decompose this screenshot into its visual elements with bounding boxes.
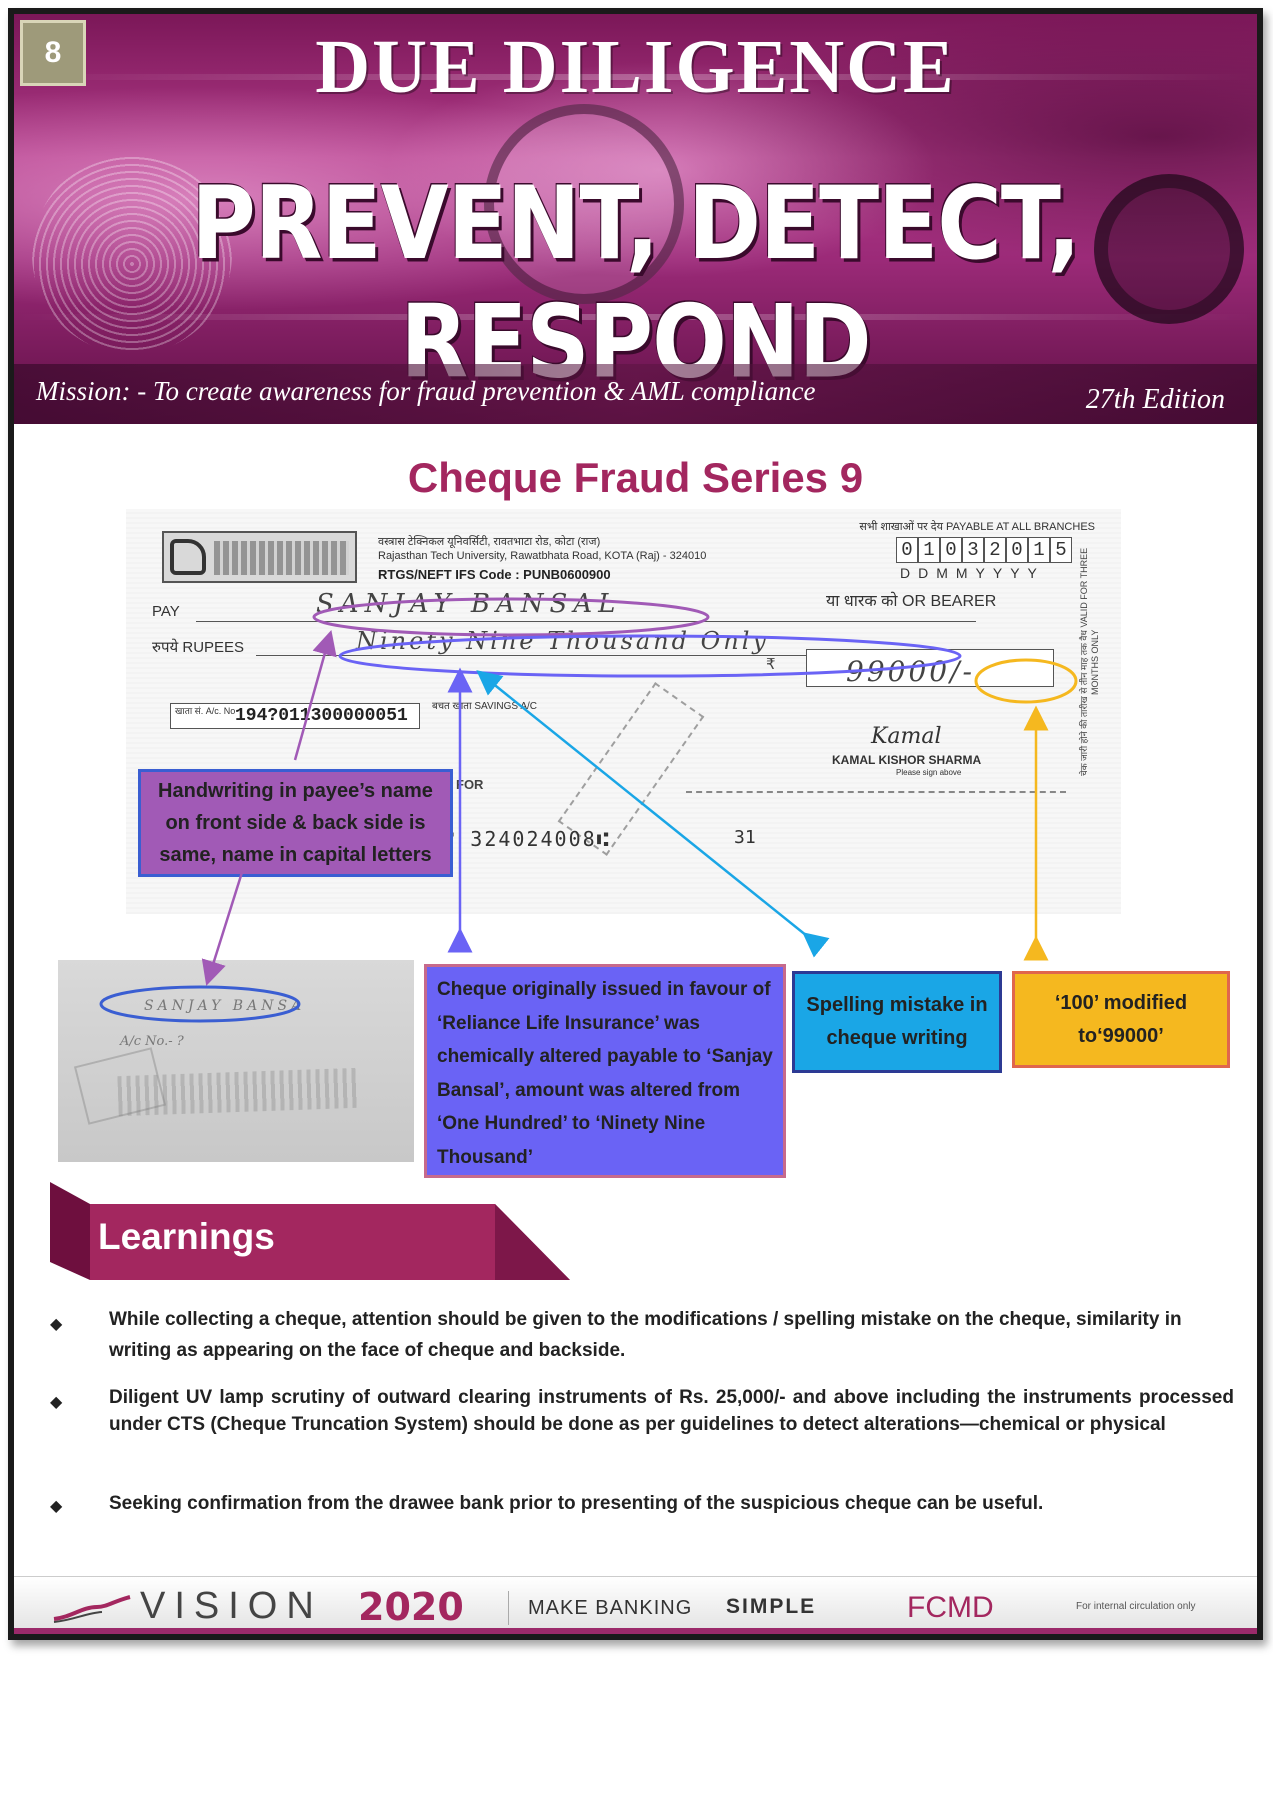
vision-year: 2020 <box>358 1585 464 1629</box>
date-digit: 5 <box>1050 537 1072 563</box>
cheque-payee: SANJAY BANSAL <box>316 589 622 619</box>
header-banner: DUE DILIGENCE PREVENT, DETECT, RESPOND M… <box>14 14 1257 424</box>
bullet-icon: ◆ <box>50 1498 63 1515</box>
bullet-icon: ◆ <box>50 1394 63 1411</box>
vision-swoosh-icon <box>53 1595 131 1623</box>
alteration-note: Cheque originally issued in favour of ‘R… <box>424 964 786 1178</box>
cheque-amount-words: Ninety Nine Thousand Only <box>356 627 769 655</box>
backside-account: A/c No.- ? <box>120 1034 184 1049</box>
footer: VISION 2020 MAKE BANKING SIMPLE FCMD For… <box>14 1576 1257 1634</box>
date-digit: 1 <box>1028 537 1050 563</box>
pay-label: PAY <box>152 603 180 620</box>
cheque-validity-note: चेक जारी होने की तारीख से तीन माह तक वैध… <box>1079 547 1100 777</box>
sign-above-note: Please sign above <box>896 768 962 777</box>
bank-logo <box>162 531 357 583</box>
cheque-branch-address: वस्त्रास टेक्निकल यूनिवर्सिटी, रावतभाटा … <box>378 536 707 562</box>
newsletter-page: DUE DILIGENCE PREVENT, DETECT, RESPOND M… <box>8 8 1263 1640</box>
savings-label: बचत खाता SAVINGS A/C <box>432 701 537 712</box>
tagline-prefix: MAKE BANKING <box>528 1597 693 1619</box>
learning-item: Diligent UV lamp scrutiny of outward cle… <box>109 1387 1234 1435</box>
date-digit: 0 <box>940 537 962 563</box>
drawer-signature: Kamal <box>871 724 942 749</box>
bullet-icon: ◆ <box>50 1316 63 1333</box>
signer-name: KAMAL KISHOR SHARMA <box>832 753 982 767</box>
banner-title: DUE DILIGENCE <box>315 25 956 109</box>
cheque-amount-figures: 99000/- <box>846 655 975 688</box>
cheque-ifsc: RTGS/NEFT IFS Code : PUNB0600900 <box>378 567 611 582</box>
date-format-label: DDMMYYYY <box>900 565 1045 581</box>
payee-handwriting-note: Handwriting in payee’s name on front sid… <box>138 769 453 877</box>
edition-label: 27th Edition <box>1085 384 1225 415</box>
account-number: 194?011300000051 <box>235 706 408 726</box>
department-label: FCMD <box>907 1591 994 1624</box>
spelling-mistake-note: Spelling mistake in cheque writing <box>792 971 1002 1073</box>
learnings-banner <box>50 1182 570 1280</box>
amount-modified-note: ‘100’ modified to‘99000’ <box>1012 971 1230 1068</box>
micr-suffix: 31 <box>734 827 756 848</box>
learnings-title: Learnings <box>98 1216 275 1257</box>
rupees-label: रुपये RUPEES <box>152 639 245 656</box>
fingerprint-icon <box>32 154 232 354</box>
tagline-bold: SIMPLE <box>726 1595 817 1618</box>
for-label: FOR <box>456 777 484 792</box>
date-digit: 1 <box>918 537 940 563</box>
mission-statement: Mission: - To create awareness for fraud… <box>36 376 816 406</box>
bank-logo-mark-icon <box>170 539 206 575</box>
backside-payee-name: SANJAY BANSA <box>144 998 306 1014</box>
magnifier-icon <box>484 104 684 304</box>
learning-item: Seeking confirmation from the drawee ban… <box>109 1493 1044 1514</box>
learning-item: While collecting a cheque, attention sho… <box>109 1309 1182 1361</box>
date-digit: 3 <box>962 537 984 563</box>
banner-mission-strip <box>14 364 1257 424</box>
account-number-box: खाता सं. A/c. No 194?011300000051 <box>170 703 420 729</box>
date-digit: 0 <box>896 537 918 563</box>
date-digit: 2 <box>984 537 1006 563</box>
cheque-payable-note: सभी शाखाओं पर देय PAYABLE AT ALL BRANCHE… <box>859 521 1095 533</box>
case-title: Cheque Fraud Series 9 <box>407 454 864 501</box>
page-number-badge: 8 <box>20 20 86 86</box>
cheque-date: 0 1 0 3 2 0 1 5 <box>896 537 1072 563</box>
vision-label: VISION <box>140 1585 323 1627</box>
cheque-backside-image: SANJAY BANSA A/c No.- ? <box>58 960 414 1162</box>
bearer-label: या धारक को OR BEARER <box>826 593 997 610</box>
date-digit: 0 <box>1006 537 1028 563</box>
rupee-symbol: ₹ <box>766 656 776 673</box>
internal-circulation-note: For internal circulation only <box>1076 1601 1196 1612</box>
